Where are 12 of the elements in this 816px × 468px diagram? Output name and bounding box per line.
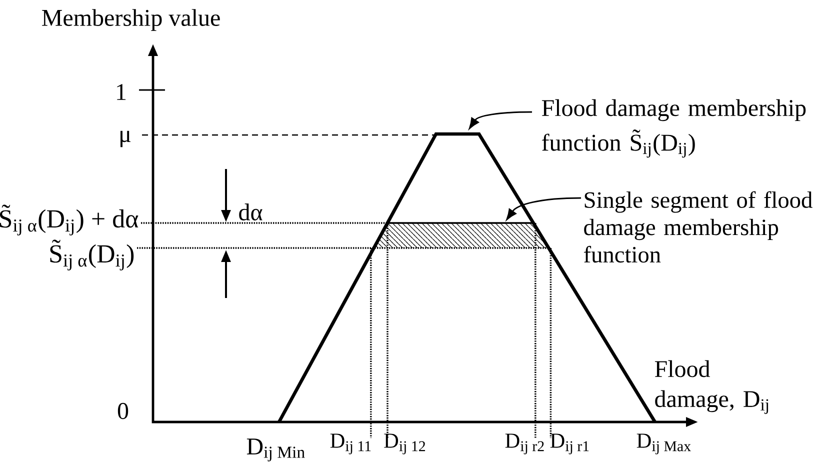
leader-line [506,197,582,220]
axis-title: Membership value [42,9,220,31]
increment-label: dα [239,204,262,220]
callout-text: Single segment of flood damage membership function [584,191,812,263]
tick-label: 0 [118,402,128,420]
tick-label: D$_{ij 11}$ [330,434,371,454]
tick-label: D$_{ij 12}$ [384,434,426,454]
tick-label: μ [120,130,130,148]
axis-title: Flood damage, D$_{ij}$ [654,360,768,414]
leader-line [468,111,532,129]
callout-text: Flood damage membership function S̃$_{ij}$(D$_{ij}$) [542,99,806,158]
tick-label: 1 [117,84,126,100]
